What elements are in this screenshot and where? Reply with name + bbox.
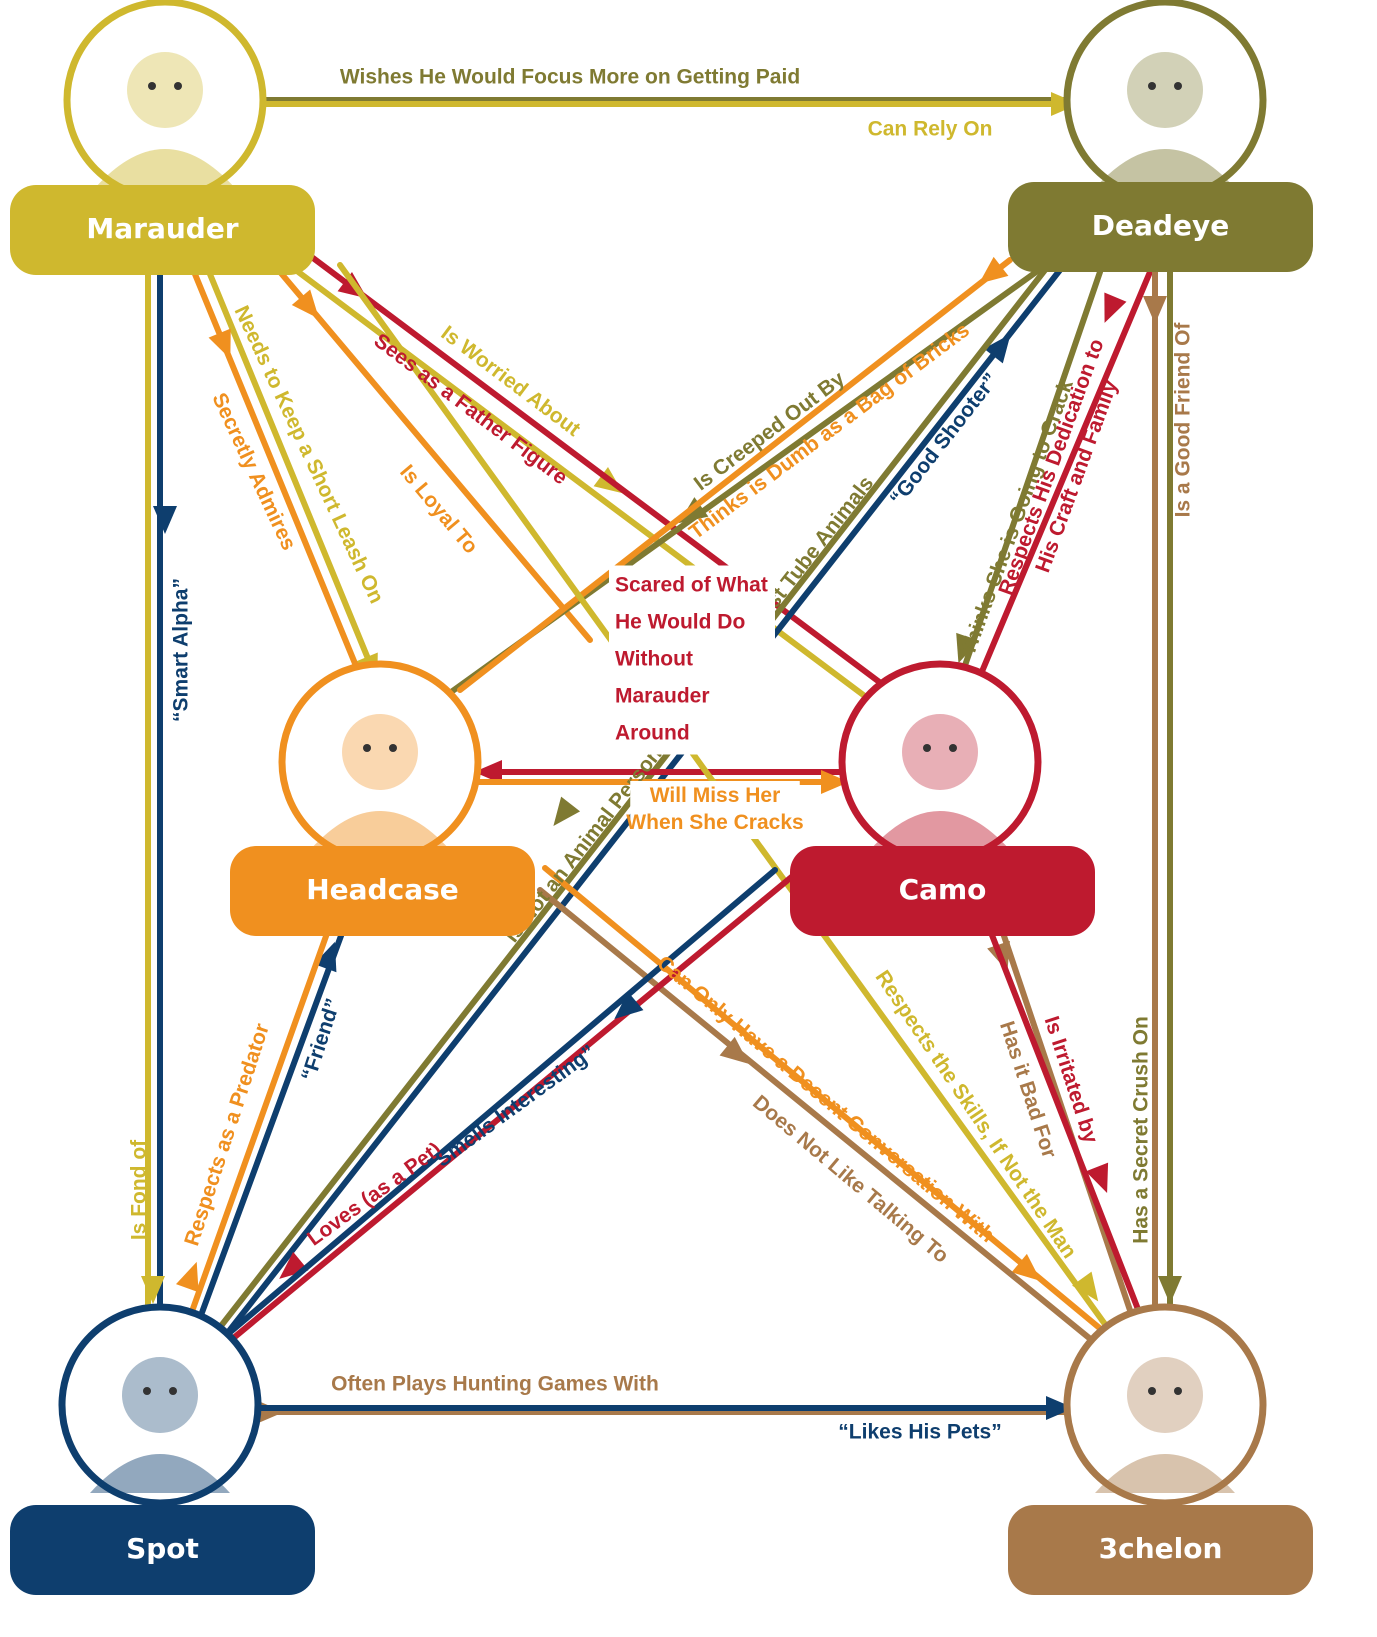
edge-label-headcase-to-marauder: Is Loyal To (395, 461, 482, 559)
edge-line-camo-to-marauder (302, 249, 893, 693)
edge-label-marauder-to-deadeye: Can Rely On (868, 118, 993, 141)
node-3chelon[interactable]: 3chelon (1008, 1303, 1313, 1595)
portrait-frame (1063, 1303, 1267, 1507)
node-name: Deadeye (1092, 209, 1229, 242)
edge-label-text: When She Cracks (626, 811, 803, 834)
edge-label-background (609, 565, 775, 755)
arrowhead-icon (983, 333, 1011, 364)
edge-label-text: Scared of What (615, 574, 768, 597)
arrowhead-icon (719, 1036, 749, 1064)
node-name: Camo (899, 873, 987, 906)
arrowhead-icon (1011, 1253, 1041, 1281)
soldier-portrait (95, 52, 235, 188)
node-deadeye[interactable]: Deadeye (1008, 0, 1313, 272)
name-box (790, 846, 1095, 936)
node-name: 3chelon (1099, 1532, 1223, 1565)
edge-label-text: Is a Good Friend Of (1172, 322, 1195, 518)
edge-label-spot-to-3chelon: “Likes His Pets” (838, 1421, 1001, 1444)
arrowhead-icon (1072, 1271, 1099, 1302)
arrowhead-icon (978, 256, 1009, 284)
edge-line-camo-to-deadeye (967, 269, 1153, 703)
edge-label-text: “Smart Alpha” (170, 578, 193, 722)
arrowhead-icon (1085, 1162, 1109, 1194)
edge-label-text: Can Rely On (868, 118, 993, 141)
edge-label-background (630, 781, 800, 839)
arrowhead-icon (553, 796, 581, 827)
node-name: Headcase (306, 873, 459, 906)
arrowhead-icon (1104, 292, 1127, 323)
edge-label-text: Will Miss Her (650, 784, 781, 807)
edge-label-text: Has a Secret Crush On (1130, 1016, 1153, 1244)
arrowhead-icon (1143, 296, 1167, 324)
edge-label-text: He Would Do (615, 611, 745, 634)
node-spot[interactable]: Spot (10, 1303, 315, 1595)
edge-line-deadeye-to-spot (207, 267, 1048, 1343)
name-box (1008, 182, 1313, 272)
name-box (10, 1505, 315, 1595)
blonde-woman-portrait (870, 714, 1010, 850)
arrowhead-icon (474, 760, 502, 784)
mech-armor-portrait (310, 714, 450, 850)
edge-line-spot-to-camo (212, 867, 778, 1348)
edge-label-text: Around (615, 722, 690, 745)
edge-line-headcase-to-deadeye (457, 257, 1013, 693)
edge-label-text: Marauder (615, 685, 710, 708)
arrowhead-icon (1158, 1276, 1182, 1304)
hooded-sniper-portrait (1095, 52, 1235, 188)
edge-line-spot-to-headcase (187, 922, 348, 1348)
edge-line-3chelon-to-headcase (537, 887, 1113, 1358)
edge-label-3chelon-to-deadeye: Is a Good Friend Of (1172, 322, 1195, 518)
arrowhead-icon (208, 328, 231, 359)
arrowhead-icon (175, 1261, 199, 1293)
edge-line-camo-to-spot (222, 867, 803, 1348)
arrowhead-icon (956, 632, 979, 664)
edge-label-text: “Likes His Pets” (838, 1421, 1001, 1444)
name-box (10, 185, 315, 275)
edge-label-text: Often Plays Hunting Games With (331, 1373, 659, 1396)
name-box (1008, 1505, 1313, 1595)
edge-label-marauder-to-spot: Is Fond of (128, 1139, 151, 1240)
edge-label-deadeye-to-3chelon: Has a Secret Crush On (1130, 1016, 1153, 1244)
edge-line-camo-to-3chelon (987, 927, 1153, 1343)
edge-line-deadeye-to-camo (957, 269, 1103, 683)
name-box (230, 846, 535, 936)
arrowhead-icon (153, 506, 177, 534)
node-name: Marauder (86, 212, 238, 245)
edge-label-text: Without (615, 648, 693, 671)
arrowhead-icon (291, 289, 320, 319)
edge-line-headcase-to-spot (177, 922, 333, 1348)
node-camo[interactable]: Camo (790, 660, 1095, 936)
arrowhead-icon (1046, 1396, 1074, 1420)
edge-label-camo-to-headcase: Scared of What He Would Do WithoutMarauder… (609, 565, 775, 755)
edge-line-headcase-to-marauder (272, 263, 593, 643)
arrowhead-icon (313, 941, 337, 973)
edge-line-marauder-to-headcase (202, 259, 388, 703)
edge-line-headcase-to-marauder (187, 259, 373, 703)
arrowhead-icon (821, 770, 849, 794)
node-marauder[interactable]: Marauder (10, 0, 315, 275)
edge-label-spot-to-marauder: “Smart Alpha” (170, 578, 193, 722)
arrowhead-icon (614, 991, 644, 1020)
edge-label-text: “Smells Interesting” (423, 1041, 600, 1178)
edge-label-text: Is Loyal To (395, 461, 482, 559)
dinosaur-portrait (90, 1357, 230, 1493)
portrait-frame (58, 1303, 262, 1507)
node-headcase[interactable]: Headcase (230, 660, 535, 936)
edge-label-text: Is Fond of (128, 1139, 151, 1240)
edge-label-deadeye-to-marauder: Wishes He Would Focus More on Getting Pa… (340, 66, 800, 89)
edge-label-text: Wishes He Would Focus More on Getting Pa… (340, 66, 800, 89)
goggled-man-portrait (1095, 1357, 1235, 1493)
node-name: Spot (126, 1532, 199, 1565)
arrowhead-icon (141, 1276, 165, 1304)
edge-label-3chelon-to-spot: Often Plays Hunting Games With (331, 1373, 659, 1396)
